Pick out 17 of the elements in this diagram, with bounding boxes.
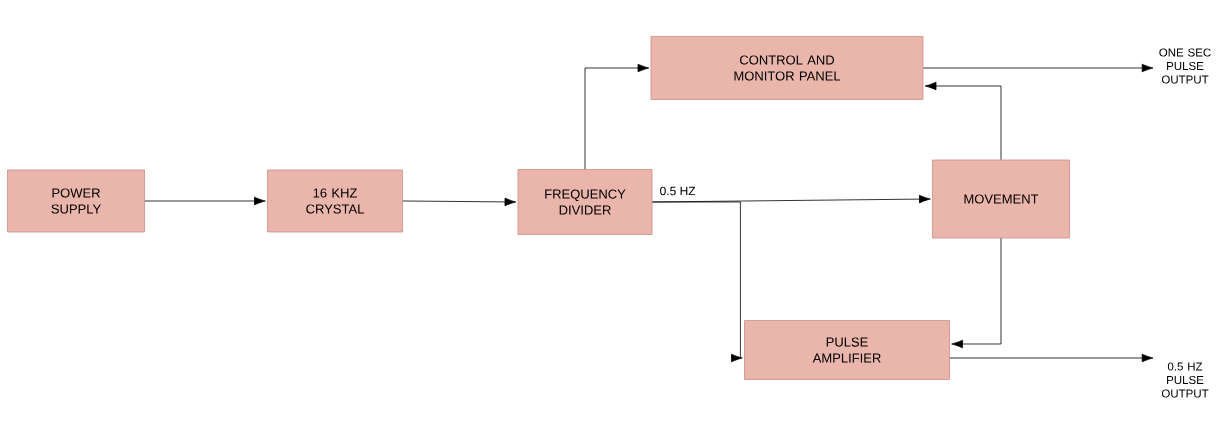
arrow — [949, 353, 1154, 363]
process-box: PULSE AMPLIFIER — [744, 320, 950, 380]
arrow — [402, 197, 517, 207]
process-box: POWER SUPPLY — [7, 169, 145, 233]
arrow — [951, 238, 1002, 349]
arrow — [584, 63, 650, 170]
process-box: CONTROL AND MONITOR PANEL — [650, 36, 924, 100]
process-box: MOVEMENT — [932, 159, 1070, 239]
process-box: FREQUENCY DIVIDER — [517, 169, 653, 235]
edge-label: 0.5 HZ — [658, 185, 697, 197]
arrow — [144, 196, 266, 206]
output-label: ONE SEC PULSE OUTPUT — [1159, 48, 1211, 84]
process-box: 16 KHZ CRYSTAL — [267, 169, 403, 233]
output-label: 0.5 HZ PULSE OUTPUT — [1161, 362, 1209, 398]
arrow — [652, 201, 743, 363]
arrow — [923, 63, 1154, 73]
arrow — [924, 81, 1002, 160]
